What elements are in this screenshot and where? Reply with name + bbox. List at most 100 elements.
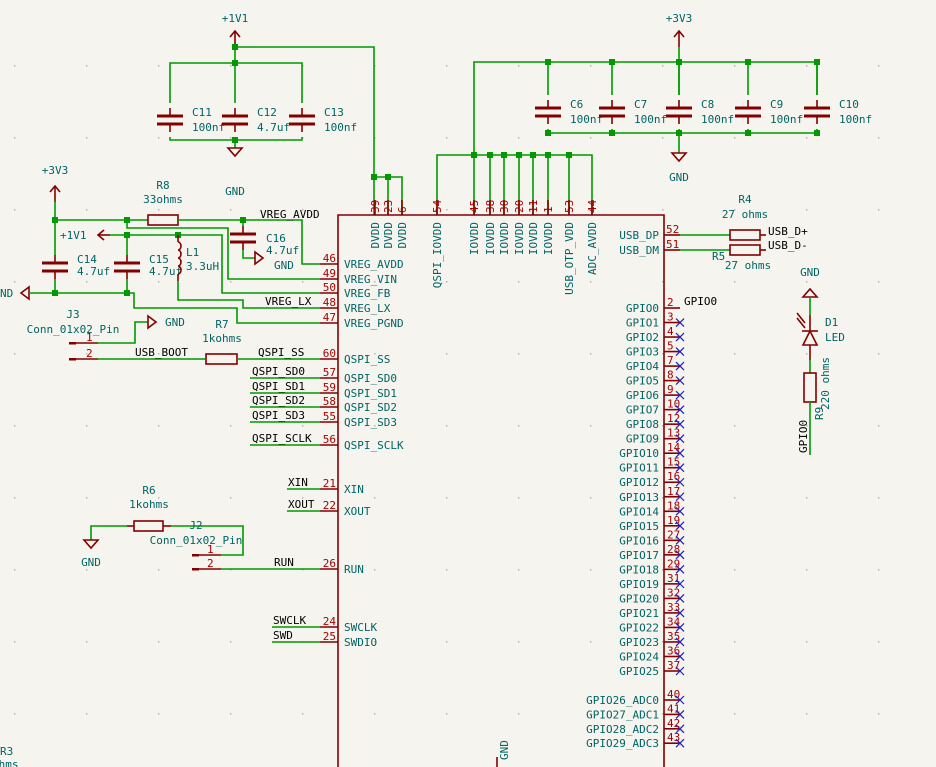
pin-name: DVDD — [369, 222, 382, 249]
resistor-R9 — [803, 372, 817, 403]
pin-name: RUN — [344, 563, 364, 576]
grid-dot — [734, 281, 736, 283]
no-connect-marker — [675, 506, 685, 516]
pin-number: 55 — [323, 410, 336, 423]
power-label: GND — [669, 171, 689, 184]
capacitor-C15 — [114, 255, 140, 279]
grid-dot — [302, 425, 304, 427]
grid-dot — [806, 281, 808, 283]
grid-dot — [158, 281, 160, 283]
grid-dot — [734, 497, 736, 499]
grid-dot — [14, 713, 16, 715]
grid-dot — [878, 353, 880, 355]
grid-dot — [86, 65, 88, 67]
component-value: 100nf — [570, 113, 603, 126]
no-connect-icon — [675, 593, 685, 603]
connector-pin-icon — [69, 342, 76, 345]
no-connect-marker — [675, 652, 685, 661]
pin-name: GPIO8 — [626, 418, 659, 431]
no-connect-icon — [675, 361, 685, 371]
pin-name: GPIO9 — [626, 433, 659, 446]
grid-dot — [14, 137, 16, 139]
grid-dot — [590, 353, 592, 355]
no-connect-icon — [675, 724, 685, 734]
net-label: QSPI_SD2 — [252, 394, 305, 407]
grid-dot — [878, 65, 880, 67]
grid-dot — [662, 281, 664, 283]
grid-dot — [230, 281, 232, 283]
no-connect-marker — [675, 579, 685, 589]
ref-designator: C11 — [192, 106, 212, 119]
resistor-R5 — [729, 244, 761, 256]
grid-dot — [446, 569, 448, 571]
grid-dot — [590, 713, 592, 715]
pin-name: GPIO22 — [619, 621, 659, 634]
pin-name: GPIO5 — [626, 375, 659, 388]
pin-name: GPIO21 — [619, 607, 659, 620]
grid-dot — [662, 137, 664, 139]
pin-name: QSPI_SD2 — [344, 401, 397, 414]
no-connect-marker — [675, 623, 685, 632]
power-label: GND — [274, 259, 294, 272]
pin-name: GPIO2 — [626, 331, 659, 344]
ref-designator: R7 — [215, 318, 228, 331]
gnd-symbol — [254, 250, 265, 266]
ref-designator: D1 — [825, 316, 838, 329]
grid-dot — [734, 641, 736, 643]
no-connect-icon — [675, 637, 685, 647]
grid-dot — [230, 425, 232, 427]
no-connect-marker — [675, 608, 685, 618]
grid-dot — [158, 353, 160, 355]
component-value: 4.7uf — [266, 244, 299, 257]
no-connect-icon — [675, 332, 685, 342]
grid-dot — [158, 137, 160, 139]
gnd-icon — [19, 285, 30, 301]
power-label: +3V3 — [666, 12, 693, 25]
pin-number: 57 — [323, 366, 336, 379]
no-connect-marker — [675, 448, 685, 458]
component-value: 27 ohms — [722, 208, 768, 221]
led-icon — [801, 329, 819, 346]
wire — [436, 154, 593, 215]
pin-number: 1 — [86, 331, 93, 344]
net-label: XOUT — [288, 498, 315, 511]
grid-dot — [662, 425, 664, 427]
pin-name: GPIO4 — [626, 360, 659, 373]
no-connect-marker — [675, 695, 685, 705]
pin-name: ADC_AVDD — [586, 222, 599, 275]
net-label: QSPI_SD3 — [252, 409, 305, 422]
junction-dot — [232, 60, 238, 66]
wire — [126, 220, 320, 280]
grid-dot — [518, 497, 520, 499]
no-connect-marker — [675, 709, 685, 719]
no-connect-icon — [675, 434, 685, 444]
pin-name: GND — [498, 740, 511, 760]
no-connect-marker — [675, 463, 685, 473]
no-connect-marker — [675, 419, 685, 429]
connector-pin-icon — [192, 568, 199, 571]
no-connect-icon — [675, 318, 685, 327]
grid-dot — [14, 425, 16, 427]
capacitor-C14 — [42, 255, 68, 279]
grid-dot — [86, 137, 88, 139]
no-connect-marker — [675, 724, 685, 734]
ref-designator: C6 — [570, 98, 583, 111]
ref-designator: R4 — [738, 193, 752, 206]
rp2040-chip-body — [337, 214, 665, 767]
wire — [169, 62, 303, 103]
grid-dot — [518, 137, 520, 139]
pin-number: 3 — [667, 311, 674, 324]
grid-dot — [590, 497, 592, 499]
no-connect-icon — [675, 477, 685, 487]
pin-number: 52 — [666, 223, 679, 236]
power-symbol — [49, 184, 61, 202]
junction-dot — [124, 290, 130, 296]
inductor-coil-icon — [177, 241, 182, 275]
wire — [242, 250, 255, 259]
component-value: 100nf — [634, 113, 667, 126]
no-connect-marker — [675, 564, 685, 574]
pin-name: GPIO20 — [619, 592, 659, 605]
grid-dot — [518, 425, 520, 427]
net-label: USB_BOOT — [135, 346, 188, 359]
